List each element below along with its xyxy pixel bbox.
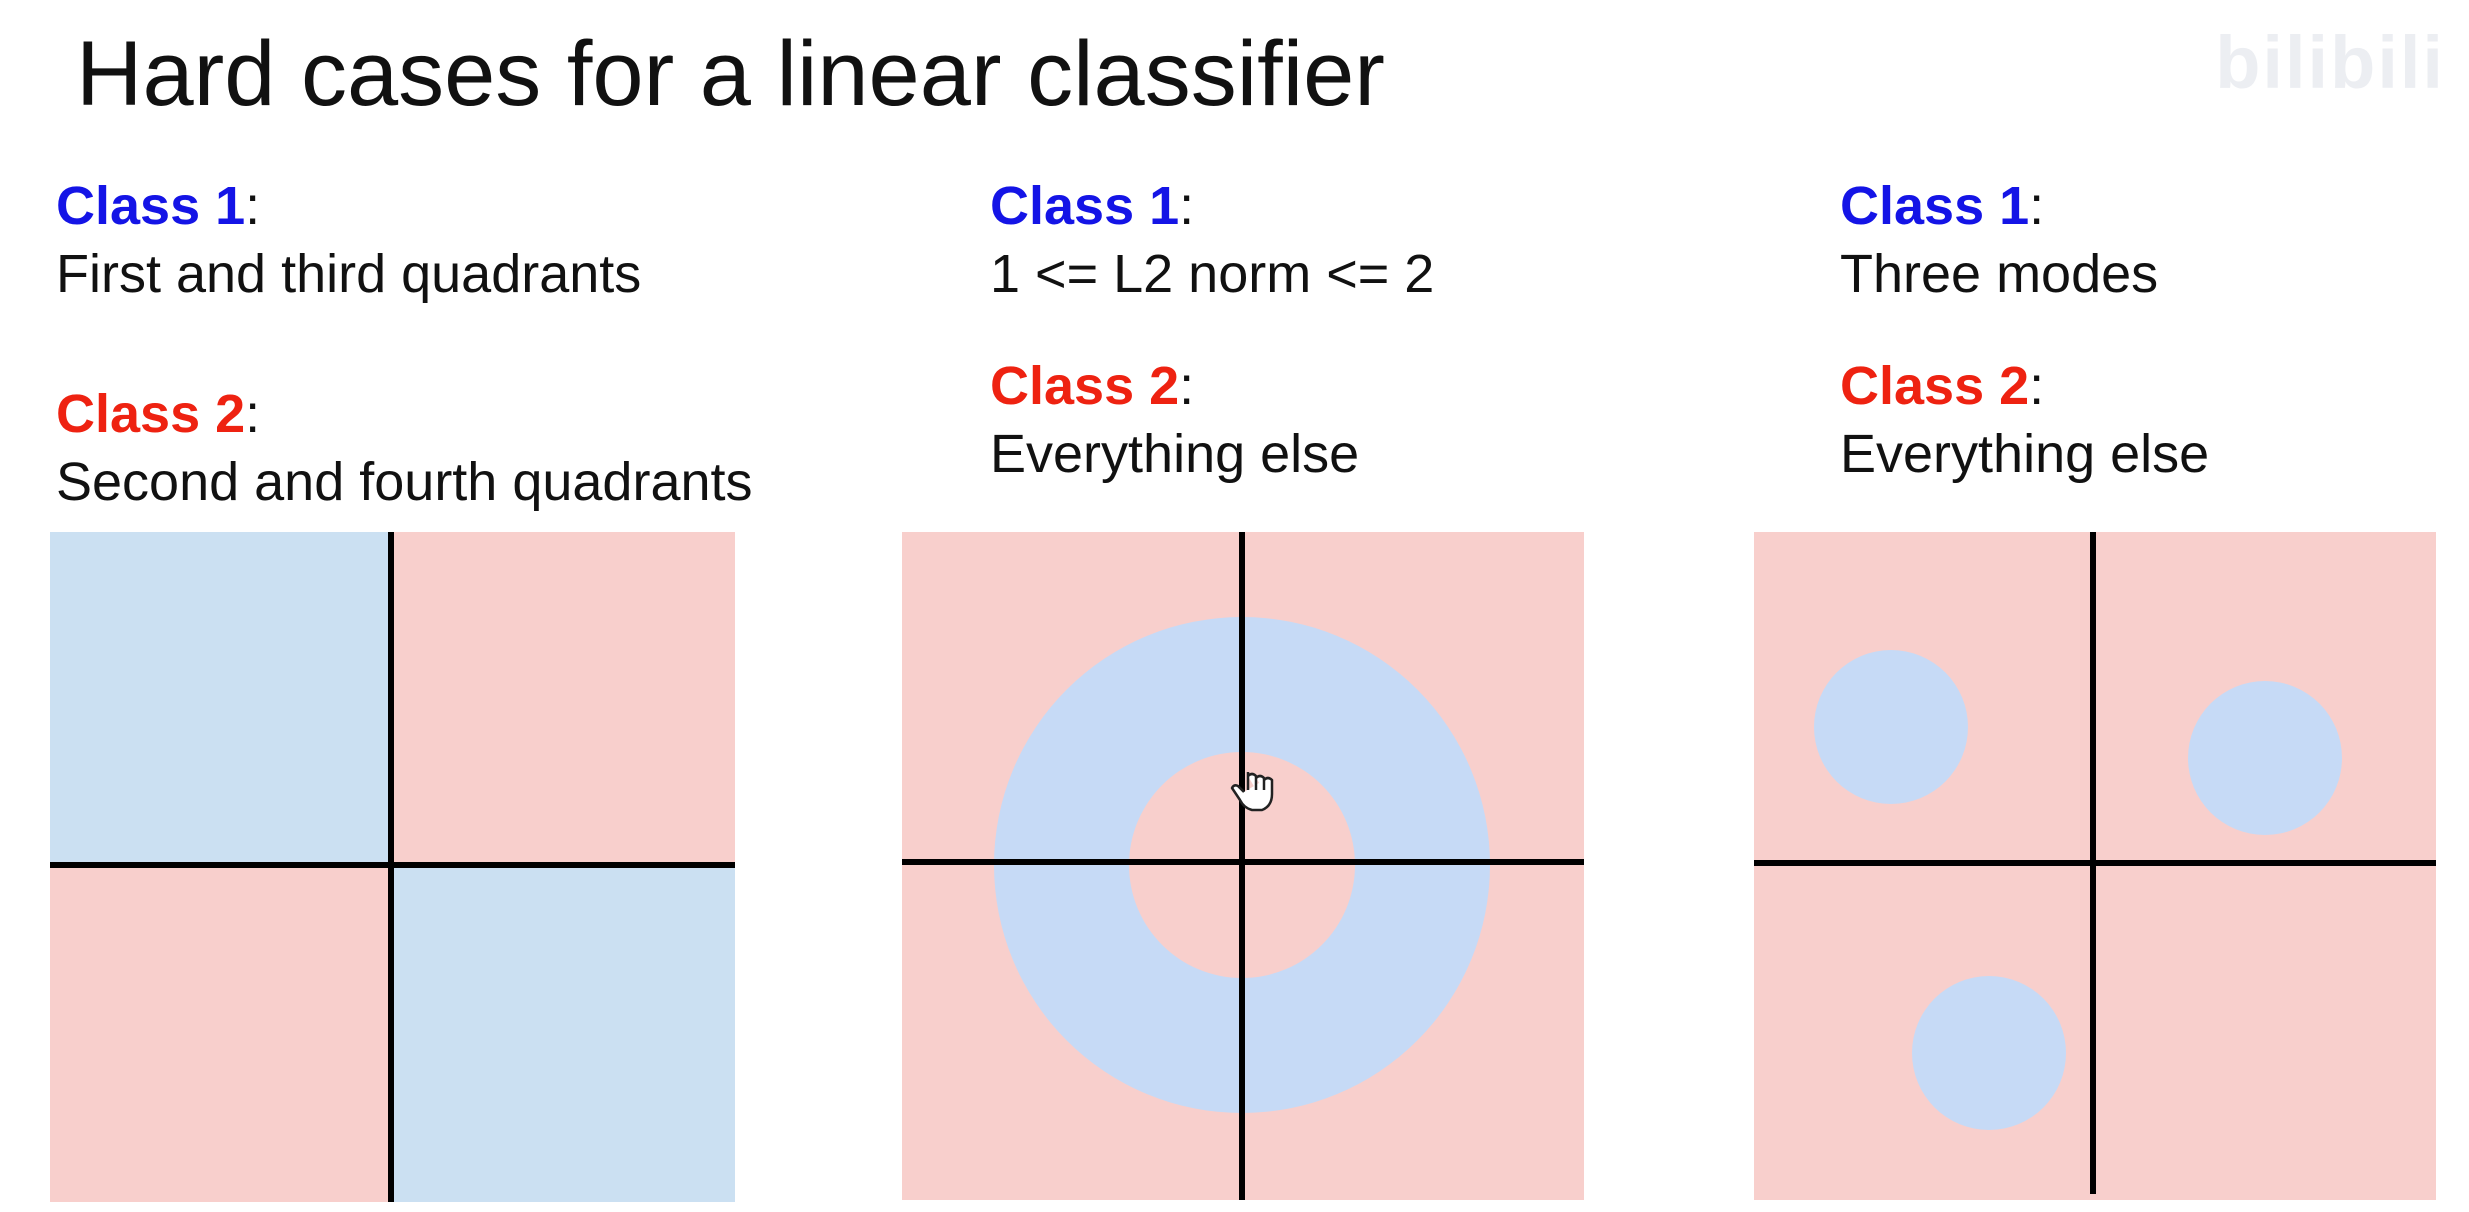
- colon: :: [1179, 356, 1195, 416]
- case-2-description: Class 1: 1 <= L2 norm <= 2 Class 2: Ever…: [990, 172, 1434, 488]
- quadrant-3-region: [50, 865, 391, 1202]
- case-2-class2-desc: Everything else: [990, 424, 1360, 484]
- three-modes-diagram-svg: [1754, 532, 2436, 1200]
- mode-3-region: [1912, 976, 2066, 1130]
- quadrant-1-region: [391, 532, 735, 865]
- case-1-class2-label: Class 2: [56, 384, 246, 444]
- hand-cursor-icon: [1230, 772, 1274, 812]
- case-3-class2-desc: Everything else: [1840, 424, 2210, 484]
- mode-2-region: [2188, 681, 2342, 835]
- ring-diagram-svg: [902, 532, 1584, 1200]
- quadrant-diagram-svg: [50, 532, 735, 1202]
- mode-1-region: [1814, 650, 1968, 804]
- colon: :: [245, 176, 261, 236]
- case-3-description: Class 1: Three modes Class 2: Everything…: [1840, 172, 2209, 488]
- case-3-class2-label: Class 2: [1840, 356, 2030, 416]
- case-1-description: Class 1: First and third quadrants Class…: [56, 172, 753, 516]
- slide-title: Hard cases for a linear classifier: [76, 23, 1385, 125]
- colon: :: [1179, 176, 1195, 236]
- case-1-class1-desc: First and third quadrants: [56, 244, 642, 304]
- case-1-class1-label: Class 1: [56, 176, 246, 236]
- case-2-class1-desc: 1 <= L2 norm <= 2: [990, 244, 1435, 304]
- colon: :: [2029, 356, 2045, 416]
- case-3-class1-label: Class 1: [1840, 176, 2030, 236]
- three-modes-diagram: [1754, 532, 2436, 1200]
- case-2-class2-label: Class 2: [990, 356, 1180, 416]
- colon: :: [245, 384, 261, 444]
- bilibili-watermark: bilibili: [2215, 21, 2445, 104]
- quadrant-4-region: [391, 865, 735, 1202]
- colon: :: [2029, 176, 2045, 236]
- case-2-class1-label: Class 1: [990, 176, 1180, 236]
- case-3-class1-desc: Three modes: [1840, 244, 2159, 304]
- quadrant-2-region: [50, 532, 391, 865]
- quadrant-diagram: [50, 532, 735, 1202]
- case-1-class2-desc: Second and fourth quadrants: [56, 452, 753, 512]
- ring-diagram: [902, 532, 1584, 1200]
